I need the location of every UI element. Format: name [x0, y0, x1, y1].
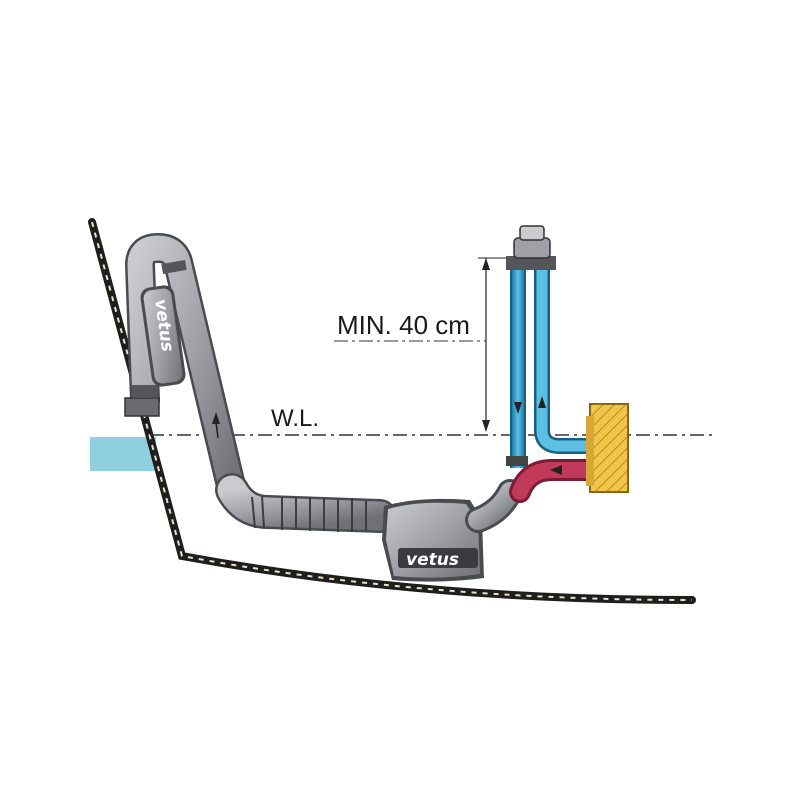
hot-flow-arrow-icon — [550, 465, 562, 475]
exhaust-hose — [124, 232, 397, 533]
cooling-water-loop — [510, 268, 598, 468]
min-height-label: MIN. 40 cm — [337, 310, 470, 340]
flow-arrow-shaft — [215, 421, 219, 439]
up-arrow-icon — [538, 396, 546, 408]
box-logo: vetus — [406, 550, 459, 570]
waterline-label: W.L. — [271, 405, 319, 432]
waterlock-box: vetus — [382, 498, 484, 582]
hull-texture — [91, 221, 693, 601]
gooseneck-muffler: vetus — [140, 285, 186, 387]
flow-arrow-icon — [212, 412, 220, 424]
engine-block-icon — [586, 403, 629, 493]
siphon-break-valve — [506, 225, 556, 270]
height-dimension — [334, 257, 512, 432]
outside-water — [90, 437, 156, 471]
down-arrow-icon — [514, 402, 522, 414]
pipe-clamp — [506, 456, 528, 466]
hull-fitting — [124, 397, 160, 417]
